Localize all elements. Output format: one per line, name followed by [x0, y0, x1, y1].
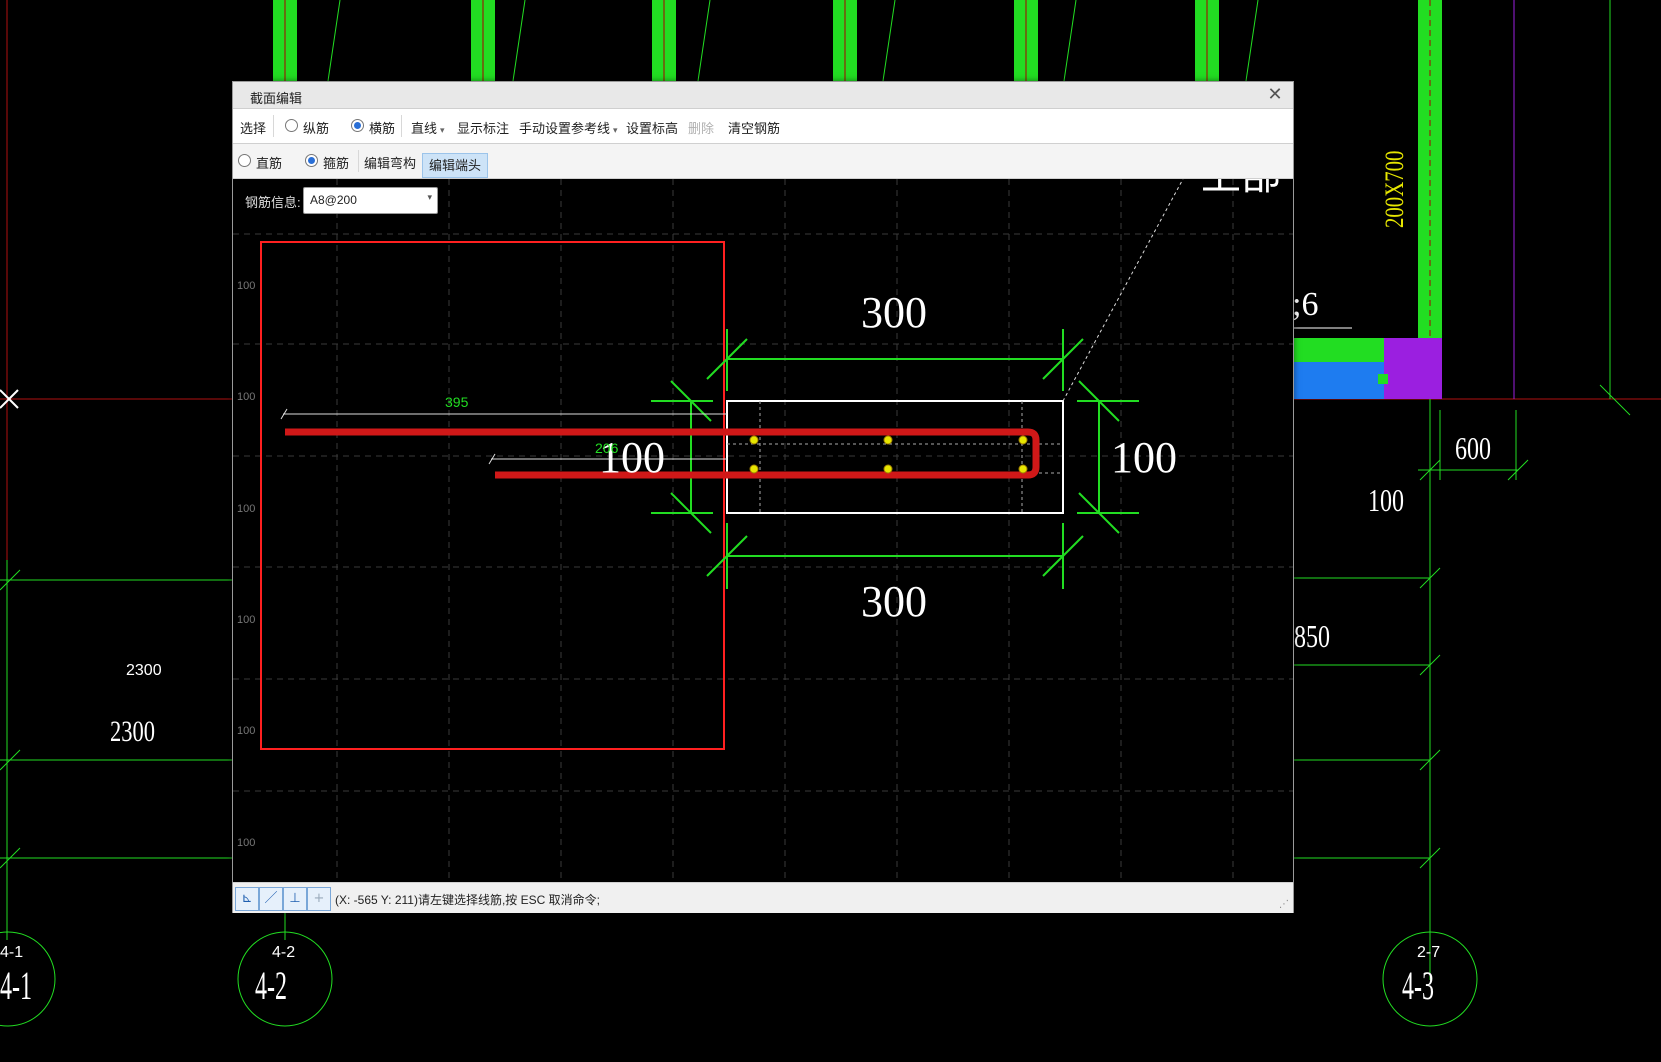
section-drawing: 上部 [233, 179, 1293, 882]
radio-longitudinal[interactable] [285, 119, 298, 132]
dialog-titlebar[interactable]: 截面编辑 ✕ [233, 82, 1293, 109]
radio-straight-label[interactable]: 直筋 [256, 156, 283, 171]
delete-button[interactable]: 删除 [688, 121, 715, 136]
drawing-canvas[interactable]: 上部 钢筋信息: A8@200 ▾ 100 100 100 100 100 10… [233, 179, 1293, 882]
dim-bottom-300: 300 [861, 577, 927, 626]
radio-straight[interactable] [238, 154, 251, 167]
dialog-title: 截面编辑 [250, 91, 303, 106]
svg-text:上部: 上部 [1201, 179, 1281, 198]
rebar-info-value: A8@200 [310, 193, 357, 207]
grid-label: 100 [237, 725, 256, 737]
close-icon[interactable]: ✕ [1267, 84, 1283, 105]
ref-lines-dropdown[interactable]: 手动设置参考线▾ [519, 118, 618, 137]
rebar-length-206: 206 [595, 440, 619, 456]
bg-dim-2300-small: 2300 [126, 662, 162, 679]
grid-label: 100 [237, 503, 256, 515]
polar-toggle-icon[interactable]: ／ [259, 887, 283, 911]
edit-end-button[interactable]: 编辑端头 [422, 153, 489, 178]
perpendicular-toggle-icon[interactable]: ⊥ [283, 887, 307, 911]
radio-transverse-label[interactable]: 横筋 [369, 121, 396, 136]
bg-section-size: 200X700 [1380, 150, 1409, 228]
bg-partial-text: ;6 [1292, 286, 1319, 323]
chevron-down-icon: ▾ [440, 125, 445, 135]
line-dropdown-label: 直线 [411, 121, 438, 136]
axis-4-3-bottom: 4-3 [1402, 963, 1434, 1008]
radio-longitudinal-label[interactable]: 纵筋 [303, 121, 330, 136]
snap-toggle-icon[interactable]: + [307, 887, 331, 911]
grid-label: 100 [237, 280, 256, 292]
ref-lines-label: 手动设置参考线 [519, 121, 611, 136]
bg-dim-100: 100 [1368, 482, 1404, 518]
chevron-down-icon: ▾ [427, 193, 432, 203]
axis-4-2-bottom: 4-2 [255, 963, 287, 1008]
rebar-info-select[interactable]: A8@200 ▾ [303, 187, 438, 214]
resize-grip-icon[interactable]: ⋰ [1279, 899, 1289, 910]
bg-dim-2300-large: 2300 [110, 715, 155, 748]
axis-2-7-top: 2-7 [1417, 944, 1441, 961]
dim-right-100: 100 [1111, 433, 1177, 482]
grid-label: 100 [237, 614, 256, 626]
line-dropdown[interactable]: 直线▾ [411, 118, 445, 137]
radio-transverse[interactable] [351, 119, 364, 132]
bg-dim-850: 850 [1294, 618, 1330, 654]
status-text: (X: -565 Y: 211)请左键选择线筋,按 ESC 取消命令; [335, 893, 600, 907]
radio-stirrup-label[interactable]: 箍筋 [323, 156, 350, 171]
axis-4-1-top: 4-1 [0, 944, 24, 961]
toolbar-sub: 直筋 箍筋 编辑弯构 编辑端头 [233, 144, 1293, 179]
chevron-down-icon: ▾ [613, 125, 618, 135]
grid-label: 100 [237, 391, 256, 403]
ortho-toggle-icon[interactable]: ⊾ [235, 887, 259, 911]
grid-label: 100 [237, 837, 256, 849]
axis-4-2-top: 4-2 [272, 944, 296, 961]
toolbar-main: 选择 纵筋 横筋 直线▾ 显示标注 手动设置参考线▾ 设置标高 删除 清空钢筋 [233, 109, 1293, 144]
dim-top-300: 300 [861, 288, 927, 337]
clear-rebar-button[interactable]: 清空钢筋 [728, 121, 781, 136]
show-dims-button[interactable]: 显示标注 [457, 121, 510, 136]
bg-dim-600: 600 [1455, 430, 1491, 466]
section-edit-dialog: 截面编辑 ✕ 选择 纵筋 横筋 直线▾ 显示标注 手动设置参考线▾ 设置标高 删… [232, 81, 1294, 913]
rebar-info-label: 钢筋信息: [245, 195, 301, 210]
set-elevation-button[interactable]: 设置标高 [626, 121, 679, 136]
axis-4-1-bottom: 4-1 [0, 963, 32, 1008]
dim-left-100: 100 [599, 433, 665, 482]
edit-hook-button[interactable]: 编辑弯构 [364, 156, 417, 171]
rebar-length-395: 395 [445, 394, 469, 410]
select-button[interactable]: 选择 [240, 121, 267, 136]
radio-stirrup[interactable] [305, 154, 318, 167]
status-bar: ⊾ ／ ⊥ + (X: -565 Y: 211)请左键选择线筋,按 ESC 取消… [233, 882, 1293, 913]
